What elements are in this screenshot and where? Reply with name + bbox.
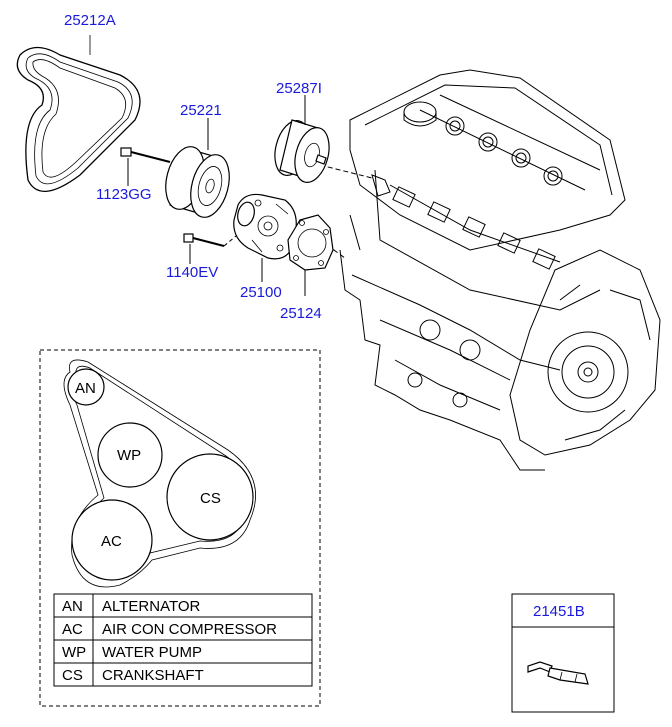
- part-number-bolt-a[interactable]: 1123GG: [96, 186, 152, 203]
- routing-frame: [39, 349, 321, 707]
- pulley-label-wp: WP: [117, 447, 141, 464]
- drive-belt-drawing: [16, 35, 141, 193]
- pulley-label-an: AN: [75, 380, 96, 397]
- kit-box: 21451B: [511, 593, 615, 713]
- engine-block: [319, 69, 661, 471]
- belt-routing-diagram: AN WP CS AC AN ALTERNATOR AC AIR CON COM…: [39, 349, 321, 707]
- water-pump-drawing: [233, 193, 297, 282]
- part-number-tensioner[interactable]: 25287I: [276, 80, 322, 97]
- legend-code: AN: [62, 598, 83, 615]
- bolt-1123gg-drawing: [120, 147, 171, 186]
- part-number-belt[interactable]: 25212A: [64, 12, 116, 29]
- legend-name: WATER PUMP: [102, 644, 202, 661]
- tensioner-pulley-drawing: [274, 95, 330, 183]
- idler-pulley-drawing: [165, 118, 230, 218]
- part-number-gasket[interactable]: 25124: [280, 305, 322, 322]
- legend-name: ALTERNATOR: [102, 598, 201, 615]
- legend-code: AC: [62, 621, 83, 638]
- legend-name: AIR CON COMPRESSOR: [102, 621, 277, 638]
- kit-part-drawing: [527, 661, 589, 685]
- pulley-air-con: [71, 499, 153, 581]
- pulley-alternator: [67, 368, 105, 406]
- pulley-water-pump: [97, 422, 163, 488]
- legend-code: WP: [62, 644, 86, 661]
- part-number-kit[interactable]: 21451B: [533, 603, 585, 620]
- gasket-drawing: [287, 214, 334, 296]
- part-number-idler-pulley[interactable]: 25221: [180, 102, 222, 119]
- pulley-crankshaft: [166, 453, 254, 541]
- bolt-1140ev-drawing: [183, 233, 237, 264]
- part-number-bolt-b[interactable]: 1140EV: [166, 264, 218, 281]
- pulley-label-ac: AC: [101, 533, 122, 550]
- legend-name: CRANKSHAFT: [102, 667, 204, 684]
- part-number-water-pump[interactable]: 25100: [240, 284, 282, 301]
- pulley-label-cs: CS: [200, 490, 221, 507]
- legend-code: CS: [62, 667, 83, 684]
- legend-table: AN ALTERNATOR AC AIR CON COMPRESSOR WP W…: [53, 593, 313, 687]
